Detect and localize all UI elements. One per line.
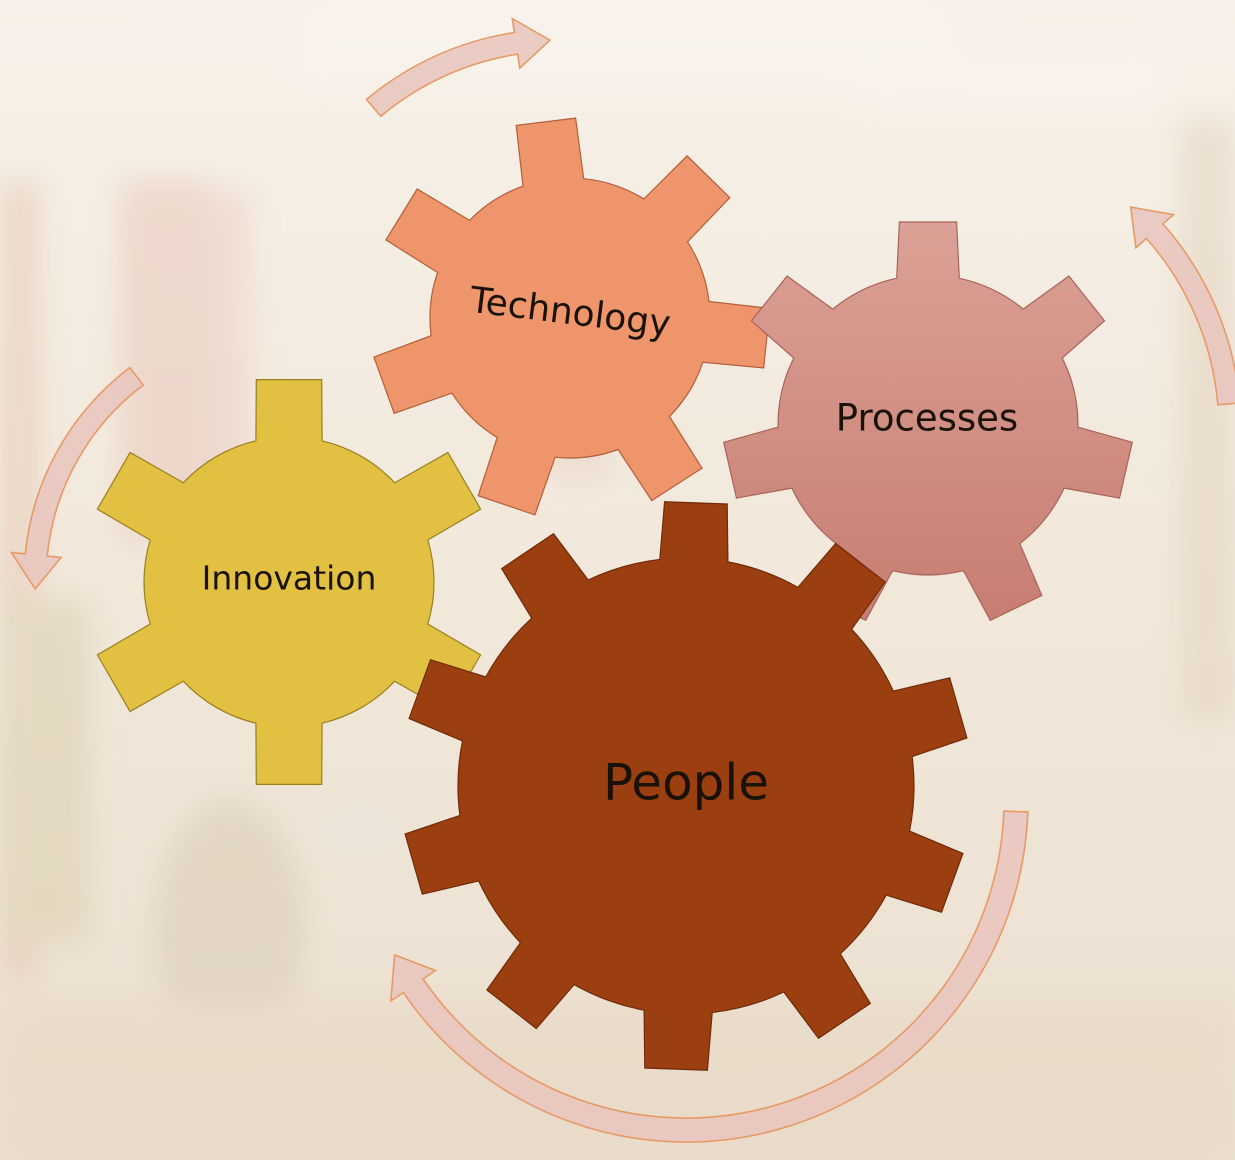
processes-label: Processes: [836, 397, 1018, 440]
innovation-gear: Innovation: [96, 379, 482, 785]
processes-gear: Processes: [722, 221, 1134, 622]
arrow-bottom: [389, 810, 1029, 1143]
arrow-right: [1129, 206, 1235, 406]
arrow-top: [365, 17, 552, 118]
people-gear-shape: [404, 501, 968, 1071]
people-gear: People: [404, 501, 968, 1071]
cycle-arrows: [9, 17, 1235, 1143]
gears-group: Technology Processes Innovation People: [96, 117, 1134, 1071]
innovation-gear-shape: [96, 379, 482, 785]
arrow-left: [9, 366, 145, 591]
people-label: People: [603, 754, 769, 812]
technology-gear: Technology: [373, 117, 771, 516]
technology-gear-shape: [373, 117, 771, 516]
processes-gear-shape: [722, 221, 1134, 622]
innovation-label: Innovation: [202, 559, 377, 598]
